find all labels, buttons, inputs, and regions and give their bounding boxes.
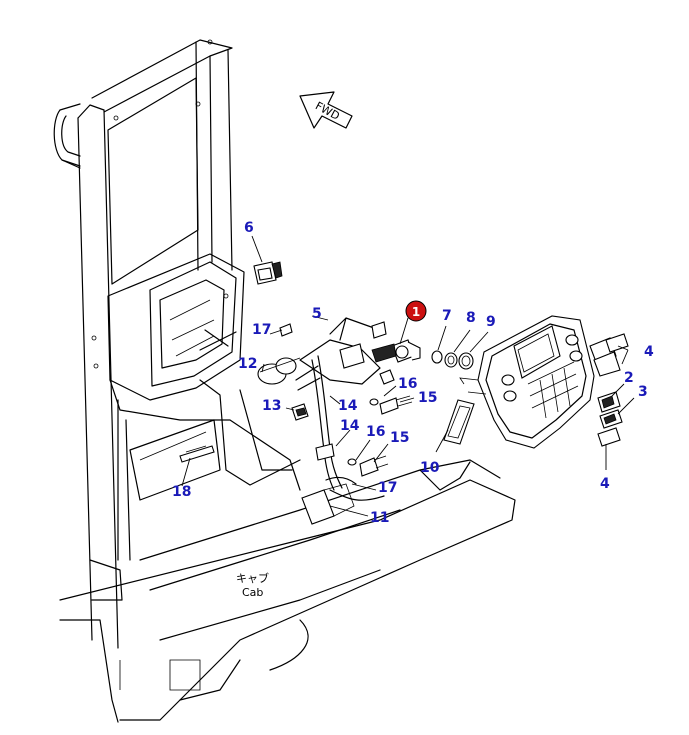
part-4-switches-upper [589,333,629,377]
callout-11: 11 [370,510,389,526]
part-4-switch-lower [597,427,621,447]
cab-frame [53,39,516,723]
part-10-gasket [443,399,475,445]
callout-4-lower: 4 [600,476,610,492]
part-17-clip-upper [279,323,293,337]
callout-1-badge: 1 [405,300,427,322]
part-14-harness [295,317,395,491]
cab-label: キャブ Cab [236,571,269,599]
callout-15-upper: 15 [418,390,437,406]
callout-15-lower: 15 [390,430,409,446]
part-9-nut [458,352,474,370]
callout-7: 7 [442,308,452,324]
callout-8: 8 [466,310,476,326]
part-16-washer-lower [347,458,357,466]
part-6-connector [253,261,283,285]
callout-1: 1 [412,305,420,319]
callout-17-upper: 17 [252,322,271,338]
callout-2: 2 [624,370,634,386]
cab-label-jp: キャブ [236,571,269,585]
monitor-panel [459,315,595,449]
callout-18: 18 [172,484,191,500]
callout-14-upper: 14 [338,398,358,414]
callout-3: 3 [638,384,648,400]
part-2-switch [597,391,621,413]
part-12-buzzer [257,357,301,385]
part-11-connector [301,483,385,525]
callout-17-lower: 17 [378,480,397,496]
callout-6: 6 [244,220,254,236]
callout-13: 13 [262,398,281,414]
callout-16-lower: 16 [366,424,385,440]
callout-5: 5 [312,306,322,322]
callout-16-upper: 16 [398,376,417,392]
leader-lines [181,235,635,517]
callout-12: 12 [238,356,257,372]
part-18-cable-tie [179,445,215,463]
callout-4-upper: 4 [644,344,654,360]
part-1-key-switch [371,339,421,363]
part-3-switch [599,409,623,429]
part-16-washer-upper [369,398,379,406]
callout-9: 9 [486,314,496,330]
part-15-bolt-upper [379,395,413,415]
callout-10: 10 [420,460,440,476]
part-7-washer [431,350,443,364]
part-8-washer [444,352,458,368]
fwd-arrow: FWD [299,91,353,129]
part-15-bolt-lower [359,455,389,477]
part-13-connector [291,403,309,421]
part-17-clip-lower [325,476,357,485]
callout-14-lower: 14 [340,418,360,434]
cab-label-en: Cab [242,586,263,599]
callout-labels: 6 5 17 12 13 14 14 7 8 9 16 15 16 15 10 … [172,220,654,526]
